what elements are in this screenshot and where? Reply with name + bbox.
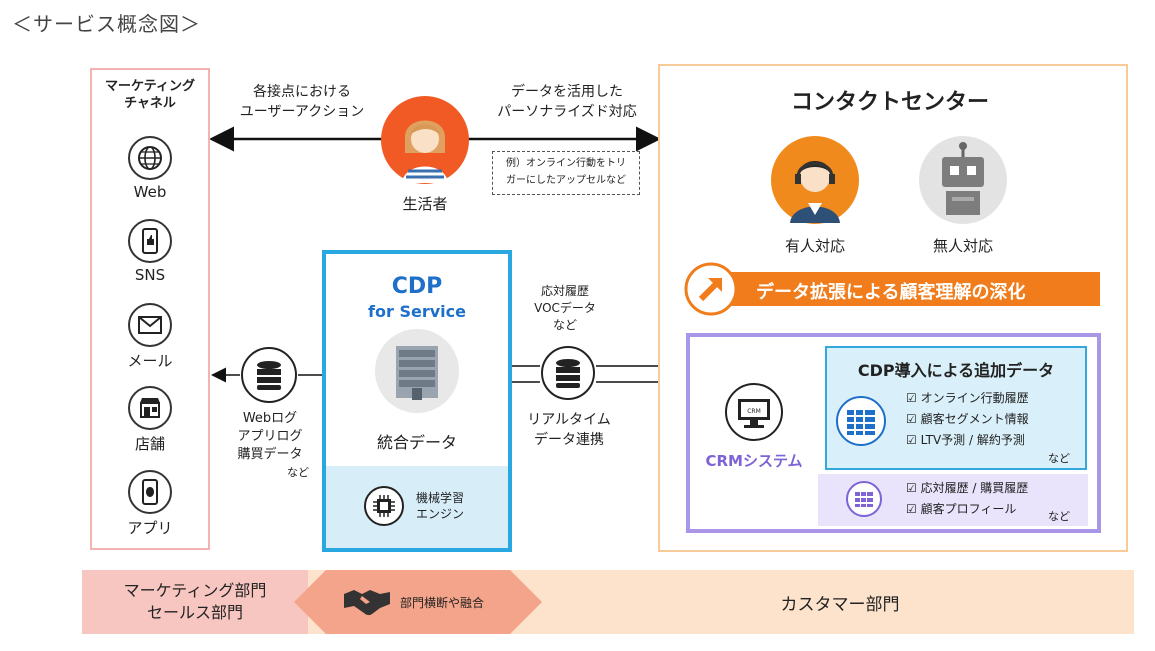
crm-data-suffix: など xyxy=(1048,510,1070,523)
customer-department-label: カスタマー部門 xyxy=(780,595,900,615)
realtime-sync-label: リアルタイム データ連携 xyxy=(527,412,611,448)
list-item: ☑ LTV予測 / 解約予測 xyxy=(906,433,1025,447)
database-icon-middle xyxy=(540,345,596,401)
insight-banner xyxy=(700,272,1100,306)
crm-monitor-icon: CRM xyxy=(724,382,784,442)
channel-label-store: 店舗 xyxy=(134,435,165,453)
integrated-data-label: 統合データ xyxy=(376,433,457,452)
marketing-department-area xyxy=(82,570,308,634)
marketing-channel-panel: マーケティング チャネル Web SNS メール 店舗 アプリ xyxy=(90,68,210,550)
cdp-add-list: ☑ オンライン行動履歴 ☑ 顧客セグメント情報 ☑ LTV予測 / 解約予測 xyxy=(906,388,1029,451)
list-item: ☑ 顧客セグメント情報 xyxy=(906,412,1029,426)
top-flow-label: 応対履歴 VOCデータ など xyxy=(534,284,596,332)
cdp-panel: CDP for Service 統合データ 機械学習 エンジン xyxy=(322,250,512,552)
example-note: 例）オンライン行動をトリ ガーにしたアップセルなど xyxy=(492,151,640,195)
cross-department-label: 部門横断や融合 xyxy=(400,596,485,610)
cross-department-hexagon xyxy=(294,570,542,634)
checkbox-icon: ☑ xyxy=(906,412,917,426)
marketing-department-label: マーケティング部門 セールス部門 xyxy=(123,581,267,622)
channel-label-mail: メール xyxy=(127,352,173,370)
chip-icon xyxy=(364,486,404,526)
consumer-avatar-icon xyxy=(380,95,470,185)
left-data-label: Webログ アプリログ 購買データ など xyxy=(237,411,309,479)
list-item: ☑ 顧客プロフィール xyxy=(906,502,1017,516)
channel-label-app: アプリ xyxy=(127,519,173,537)
contact-center-title: コンタクトセンター xyxy=(790,90,989,115)
crm-data-list: ☑ 応対履歴 / 購買履歴 ☑ 顧客プロフィール xyxy=(906,478,1028,520)
app-phone-icon xyxy=(128,470,172,514)
marketing-channel-title: マーケティング チャネル xyxy=(105,79,195,111)
personalized-label: データを活用した パーソナライズド対応 xyxy=(497,84,637,120)
insight-banner-text: データ拡張による顧客理解の深化 xyxy=(756,282,1026,303)
robot-avatar-icon xyxy=(918,135,1008,225)
channel-label-sns: SNS xyxy=(134,266,166,284)
cdp-title: CDP xyxy=(391,274,443,299)
store-icon xyxy=(128,386,172,430)
user-action-label: 各接点における ユーザーアクション xyxy=(239,84,365,120)
mail-icon xyxy=(128,303,172,347)
data-table-small-icon xyxy=(846,481,882,517)
checkbox-icon: ☑ xyxy=(906,433,917,447)
server-icon xyxy=(372,326,462,416)
checkbox-icon: ☑ xyxy=(906,502,917,516)
list-item: ☑ オンライン行動履歴 xyxy=(906,391,1029,405)
checkbox-icon: ☑ xyxy=(906,391,917,405)
checkbox-icon: ☑ xyxy=(906,481,917,495)
ml-engine-area: 機械学習 エンジン xyxy=(326,466,508,548)
consumer-label: 生活者 xyxy=(402,195,448,213)
ml-engine-label: 機械学習 エンジン xyxy=(416,491,465,521)
cdp-additional-title: CDP導入による追加データ xyxy=(857,361,1055,380)
handshake-icon xyxy=(342,586,392,618)
operator-avatar-icon xyxy=(770,135,860,225)
cdp-subtitle: for Service xyxy=(368,302,466,321)
list-item: ☑ 応対履歴 / 購買履歴 xyxy=(906,481,1029,495)
smartphone-like-icon xyxy=(128,219,172,263)
crm-icon-text: CRM xyxy=(747,408,761,415)
arrow-up-right-icon xyxy=(684,262,738,316)
globe-icon xyxy=(128,136,172,180)
database-icon-left xyxy=(240,346,298,404)
robot-support-label: 無人対応 xyxy=(932,237,993,255)
channel-label-web: Web xyxy=(133,183,167,201)
cdp-add-suffix: など xyxy=(1048,452,1070,465)
data-table-icon xyxy=(836,396,886,446)
crm-system-label: CRMシステム xyxy=(705,452,803,470)
human-support-label: 有人対応 xyxy=(784,237,845,255)
page-title: ＜サービス概念図＞ xyxy=(12,12,201,36)
